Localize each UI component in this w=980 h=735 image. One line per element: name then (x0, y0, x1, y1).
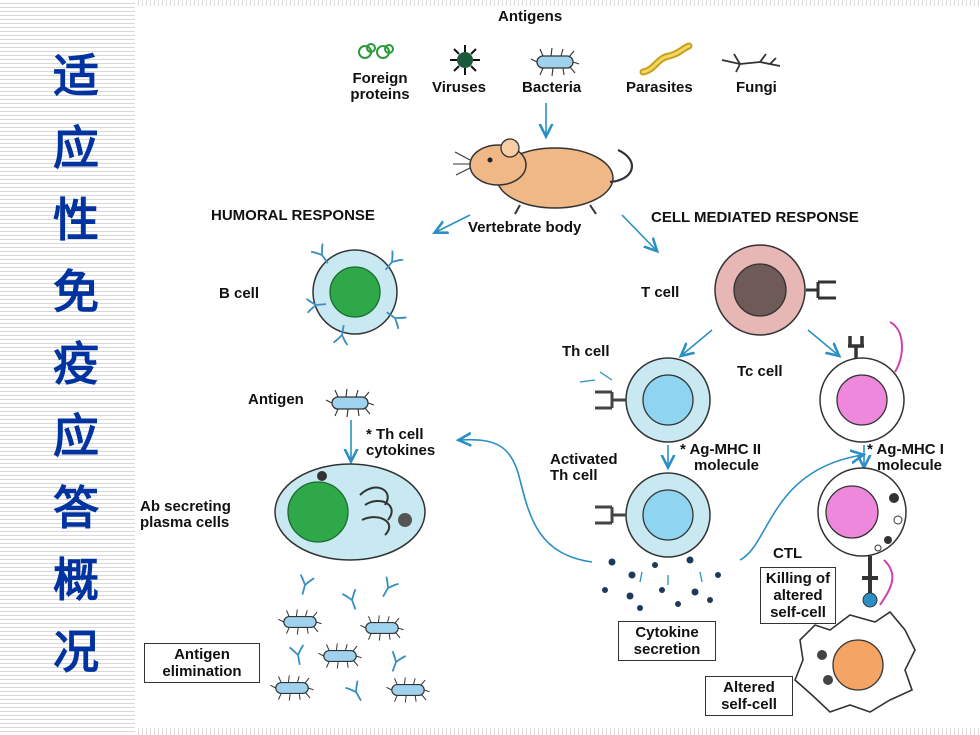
elimination-line: elimination (162, 663, 242, 680)
b-cell (305, 242, 408, 346)
arrow-cytokines-to-b (460, 440, 593, 563)
mhc2-line: molecule (694, 457, 760, 474)
foreign-proteins-icon (358, 43, 394, 59)
foreign-proteins-label: Foreign proteins (340, 71, 420, 103)
arrow-cytokines-to-tc (739, 455, 862, 561)
mhc1-line: * Ag-MHC I (867, 441, 944, 458)
title-char: 况 (53, 625, 99, 679)
bottom-border (135, 728, 980, 735)
title-char: 答 (53, 481, 99, 535)
cytokine-arrows (639, 571, 703, 585)
arrow-t-to-th (682, 329, 713, 355)
top-border (135, 0, 980, 6)
title-char: 疫 (53, 337, 99, 391)
antigen-elimination-box: Antigen elimination (144, 643, 260, 683)
plasma-cells-label: Ab secreting plasma cells (140, 499, 231, 531)
activated-th-cell (595, 472, 711, 558)
cell-mediated-header: CELL MEDIATED RESPONSE (651, 209, 859, 226)
tc-cell-label: Tc cell (737, 363, 783, 380)
sidebar-stripes (0, 0, 135, 735)
activated-th-line: Th cell (550, 467, 598, 484)
antigen-bacterium-icon (325, 388, 375, 418)
b-cell-label: B cell (219, 285, 260, 302)
elimination-line: Antigen (174, 646, 230, 663)
activated-th-line: Activated (550, 451, 618, 468)
mouse-icon (453, 138, 634, 215)
fungi-label: Fungi (736, 79, 777, 96)
arrow-to-cell-mediated (621, 214, 656, 250)
ctl-label: CTL (773, 545, 803, 562)
antigen-label: Antigen (248, 391, 304, 408)
t-cell (714, 244, 836, 336)
killing-line: Killing of (765, 570, 831, 587)
th-cytokines-line: * Th cell (366, 426, 424, 443)
cytokine-dots (602, 556, 721, 611)
cytokine-line: Cytokine (635, 624, 699, 641)
ctl-cell (817, 467, 907, 608)
killing-line: self-cell (770, 604, 826, 621)
arrow-to-humoral (436, 214, 471, 232)
mhc1-label: * Ag-MHC I molecule (867, 442, 944, 474)
tc-cell (819, 321, 905, 443)
mhc2-label: * Ag-MHC II molecule (680, 442, 761, 474)
th-cell (579, 357, 711, 443)
plasma-line: plasma cells (140, 514, 230, 531)
virus-icon (450, 45, 480, 75)
title-char: 概 (53, 553, 99, 607)
antigen-antibody-cluster (269, 573, 431, 706)
parasite-icon (639, 42, 693, 76)
killing-box: Killing of altered self-cell (760, 567, 836, 624)
humoral-header: HUMORAL RESPONSE (211, 207, 375, 224)
title-char: 应 (53, 121, 99, 175)
foreign-proteins-line: proteins (350, 86, 410, 103)
arrow-t-to-tc (807, 329, 838, 355)
altered-line: self-cell (721, 696, 777, 713)
altered-line: Altered (723, 679, 775, 696)
vertebrate-body-label: Vertebrate body (468, 219, 582, 236)
cytokine-line: secretion (633, 641, 701, 658)
antigens-header: Antigens (498, 8, 563, 25)
title-char: 免 (53, 265, 99, 319)
title-char: 适 (53, 49, 99, 103)
foreign-proteins-line: Foreign (352, 70, 408, 87)
bacteria-label: Bacteria (522, 79, 582, 96)
fungi-icon (721, 53, 781, 73)
th-cytokines-line: cytokines (366, 442, 436, 459)
activated-th-label: Activated Th cell (550, 452, 618, 484)
t-cell-label: T cell (641, 284, 680, 301)
th-cytokines-label: * Th cell cytokines (366, 427, 435, 459)
mhc2-line: * Ag-MHC II (680, 441, 762, 458)
plasma-line: Ab secreting (140, 498, 231, 515)
th-cell-label: Th cell (562, 343, 610, 360)
bacteria-icon (530, 47, 580, 77)
plasma-cell (274, 463, 426, 561)
slide-title: 适 应 性 免 疫 应 答 概 况 (40, 40, 112, 688)
killing-line: altered (773, 587, 823, 604)
title-char: 性 (53, 193, 99, 247)
parasites-label: Parasites (626, 79, 693, 96)
mhc1-line: molecule (877, 457, 943, 474)
altered-self-box: Altered self-cell (705, 676, 793, 716)
cytokine-secretion-box: Cytokine secretion (618, 621, 716, 661)
viruses-label: Viruses (432, 79, 486, 96)
altered-self-cell (794, 610, 916, 713)
title-char: 应 (53, 409, 99, 463)
